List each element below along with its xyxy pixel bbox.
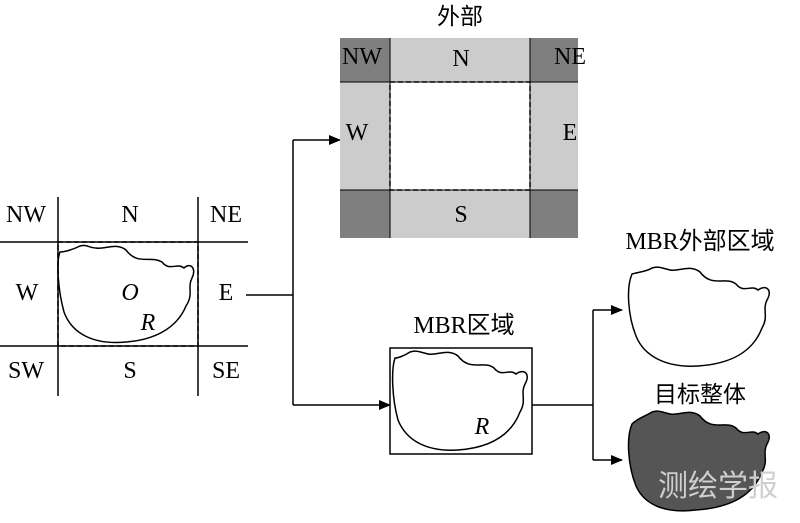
connector-arrows xyxy=(246,135,391,410)
exterior-label-ne: NE xyxy=(554,44,586,70)
corner-nw xyxy=(340,38,390,82)
mbr-exterior-title: MBR外部区域 xyxy=(625,228,774,255)
target-whole-title: 目标整体 xyxy=(654,382,746,408)
exterior-title: 外部 xyxy=(437,4,483,30)
watermark: 测绘学报 xyxy=(658,469,778,504)
grid-label-nw: NW xyxy=(6,202,46,228)
exterior-label-s: S xyxy=(454,202,467,228)
grid-label-sw: SW xyxy=(8,358,44,384)
grid-label-s: S xyxy=(123,358,136,384)
mbr-region-label-r: R xyxy=(474,414,490,440)
object-outline xyxy=(57,244,195,344)
grid-label-e: E xyxy=(219,280,234,306)
exterior-label-w: W xyxy=(346,120,369,146)
mbr-region-outline xyxy=(391,350,528,451)
mbr-exterior: MBR外部区域 xyxy=(625,228,775,367)
exterior-label-nw: NW xyxy=(342,44,382,70)
corner-se xyxy=(530,190,578,238)
mbr-region-title: MBR区域 xyxy=(413,312,514,339)
exterior-label-n: N xyxy=(452,46,469,72)
target-whole: 目标整体 xyxy=(627,382,770,512)
grid-label-r: R xyxy=(140,310,156,336)
mbr-exterior-outline xyxy=(627,266,770,367)
inner-mbr xyxy=(390,82,530,190)
mbr-region: MBR区域 R xyxy=(389,312,533,455)
mbr-dashed-box xyxy=(57,241,199,347)
target-whole-shape xyxy=(627,410,770,512)
mbr-region-box xyxy=(389,347,533,455)
split-arrows xyxy=(532,305,623,465)
grid-label-w: W xyxy=(16,280,39,306)
corner-sw xyxy=(340,190,390,238)
grid-label-se: SE xyxy=(212,358,240,384)
exterior-region: 外部 NW N NE W E S xyxy=(340,4,586,238)
grid-label-o: O xyxy=(121,280,138,306)
grid-label-ne: NE xyxy=(210,202,242,228)
direction-grid: NW N NE W O R E SW S SE xyxy=(0,197,248,396)
inner-mbr-dashed xyxy=(389,81,531,191)
grid-label-n: N xyxy=(121,202,138,228)
exterior-label-e: E xyxy=(563,120,578,146)
corner-ne xyxy=(530,38,578,82)
